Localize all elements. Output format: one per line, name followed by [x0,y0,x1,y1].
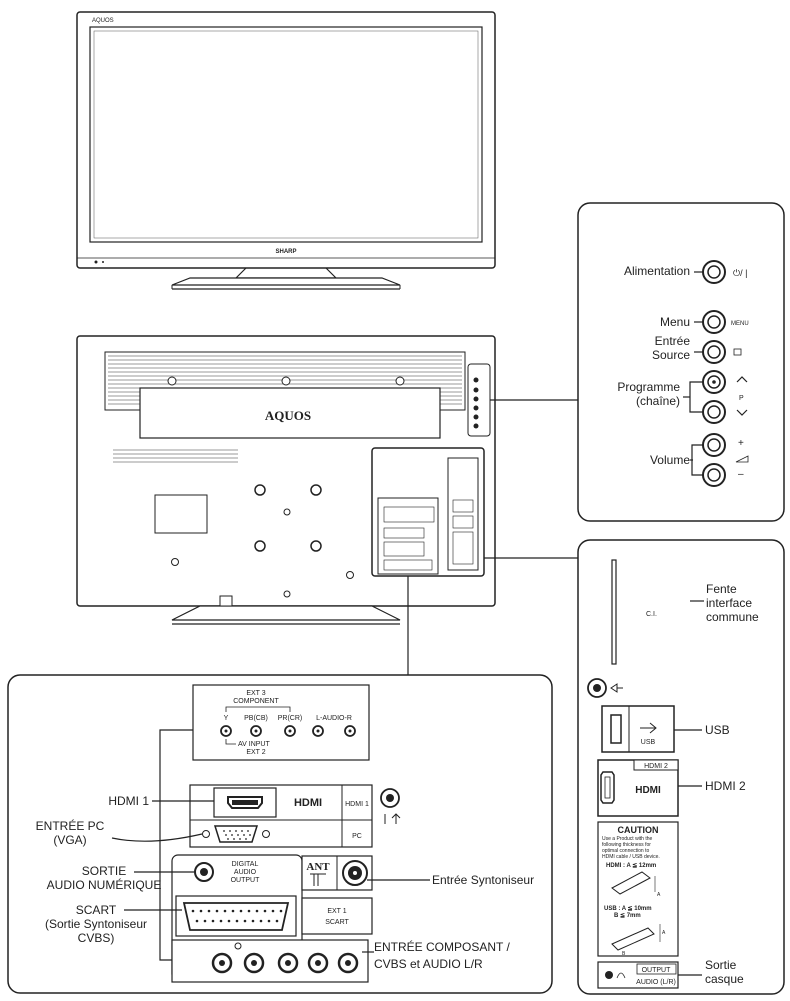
usb-plug-drawing [611,927,655,951]
front-brand-bottom: SHARP [275,249,296,255]
chevron-down-icon [736,409,748,416]
antenna-text: ANT [306,861,330,873]
power-label: Alimentation [624,264,690,278]
input-label-line2: Source [652,348,690,362]
caution-mark-b: B [622,951,626,957]
composite-label-line2: CVBS et AUDIO L/R [374,957,483,971]
composite-box [171,939,369,983]
ext3-line1: EXT 3 [246,690,265,697]
hdmi1-port-text: HDMI 1 [345,801,369,808]
back-brand: AQUOS [265,408,311,423]
ext3-line2: COMPONENT [233,698,279,705]
digital-line1: DIGITAL [232,861,259,868]
headphone-icon [610,683,623,693]
ci-slot [611,559,617,665]
hdmi1-label: HDMI 1 [108,794,149,808]
side-connector-panel: C.I. Fente interface commune USB USB HDM… [577,539,785,995]
ext3-box [192,684,370,761]
caution-usb-rule-b: B ≦ 7mm [614,913,641,919]
volume-icon [735,455,749,463]
output-label-line1: Sortie [705,958,737,972]
tv-front: AQUOS SHARP [76,11,496,290]
ext3-audio: L-AUDIO-R [316,715,352,722]
tv-back: AQUOS [76,335,496,625]
input-label-line1: Entrée [655,334,691,348]
hdmi1-logo: HDMI [294,797,322,809]
caution-line-4: HDMI cable / USB device. [602,854,660,860]
scart-box [301,897,373,935]
output-tag: OUTPUT [642,967,672,974]
digital-label-line1: SORTIE [82,864,126,878]
scart-label-line3: CVBS) [78,931,115,945]
headphone-output-jack [605,971,613,979]
scart-line2: SCART [325,919,349,926]
caution-line-1: Use a Product with the [602,836,653,842]
ext3-av-input: AV INPUT [238,741,270,748]
usb-label: USB [705,723,730,737]
volume-minus: – [738,469,744,480]
usb-arrow-icon [384,813,401,824]
pc-label-line1: ENTRÉE PC [36,818,105,833]
hdmi2-tag: HDMI 2 [644,763,668,770]
vga-connector [213,825,259,843]
scart-connector [182,902,290,931]
output-text: AUDIO (L/R) [636,979,676,986]
ci-label-line1: Fente [706,582,737,596]
caution-line-3: optimal connection to [602,848,649,854]
bottom-connector-panel: EXT 3 COMPONENT Y PB(CB) PR(CR) L-AUDIO-… [7,660,553,994]
hdmi2-connector [600,771,615,804]
hdmi2-logo: HDMI [635,785,661,796]
digital-line2: AUDIO [234,869,257,876]
scart-label-line2: (Sortie Syntoniseur [45,917,147,931]
scart-line1: EXT 1 [327,908,346,915]
chevron-up-icon [736,376,748,383]
volume-label: Volume [650,453,690,467]
ci-slot-text: C.I. [646,611,657,618]
antenna-icon [310,873,326,886]
leader-lines [407,399,580,660]
program-label-line1: Programme [617,380,680,394]
ext3-pb: PB(CB) [244,715,268,722]
headphones-icon [616,972,626,979]
ext3-pr: PR(CR) [278,715,303,722]
ci-label-line2: interface [706,596,752,610]
menu-label: Menu [660,315,690,329]
ci-label-line3: commune [706,610,759,624]
digital-label-line2: AUDIO NUMÉRIQUE [47,877,162,892]
front-brand-top: AQUOS [92,18,114,24]
caution-hdmi-rule: HDMI : A ≦ 12mm [606,863,656,869]
caution-mark-a2: A [662,930,666,936]
digital-line3: OUTPUT [231,877,261,884]
ext3-y: Y [224,715,229,722]
menu-symbol: MENU [731,321,749,327]
caution-mark-a1: A [657,892,661,898]
antenna-label: Entrée Syntoniseur [432,873,534,887]
volume-plus: + [738,438,744,449]
input-icon [733,348,742,356]
program-label-line2: (chaîne) [636,394,680,408]
ext3-ext2: EXT 2 [246,749,265,756]
scart-label-line1: SCART [76,903,117,917]
program-symbol: P [739,395,744,402]
caution-usb-rule-a: USB : A ≦ 10mm [604,906,652,912]
hdmi-plug-drawing [611,871,651,895]
output-label-line2: casque [705,972,744,986]
composite-label-line1: ENTRÉE COMPOSANT / [374,939,510,954]
hdmi2-label: HDMI 2 [705,779,746,793]
usb-port-text: USB [641,739,656,746]
caution-title: CAUTION [618,825,659,835]
control-panel: Alimentation ⏻/ | Menu MENU Entrée Sourc… [577,202,785,522]
usb-icon [640,722,657,734]
caution-line-2: following thickness for [602,842,651,848]
pc-port-text: PC [352,833,362,840]
pc-label-line2: (VGA) [53,833,86,847]
power-icon: ⏻/ | [733,268,747,278]
